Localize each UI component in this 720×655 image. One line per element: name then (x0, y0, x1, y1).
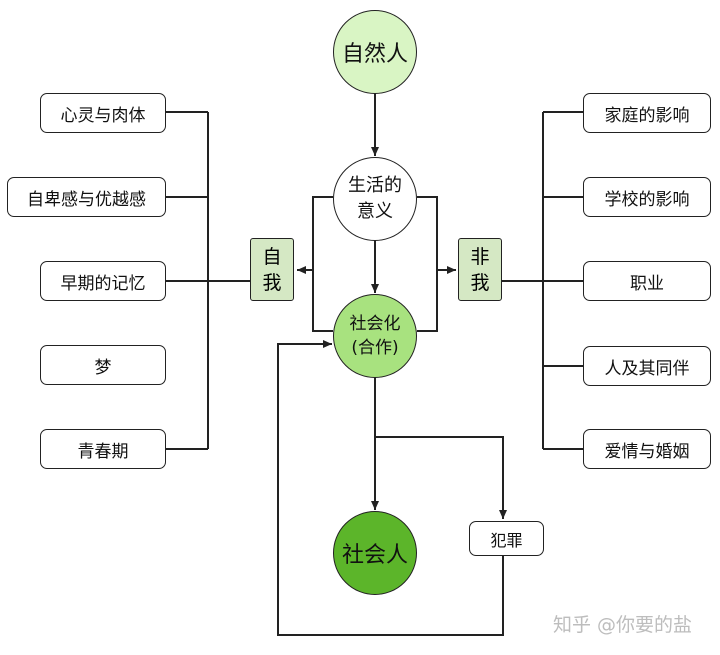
node-self: 自 我 (250, 238, 294, 301)
right-item: 爱情与婚姻 (583, 429, 711, 469)
bracket-right (417, 196, 438, 332)
socialization-line-1: 社会化 (349, 314, 401, 334)
meaning-line-2: 意义 (357, 201, 393, 222)
socialization-line-2: (合作) (351, 338, 399, 358)
right-item: 人及其同伴 (583, 346, 711, 386)
node-socialization: 社会化 (合作) (333, 294, 417, 378)
arrow-to-crime (375, 436, 507, 519)
left-item: 青春期 (40, 429, 166, 469)
left-item: 心灵与肉体 (40, 93, 166, 133)
watermark: 知乎 @你要的盐 (553, 614, 693, 636)
right-item: 学校的影响 (583, 177, 711, 217)
left-item: 早期的记忆 (40, 261, 166, 301)
node-non-self: 非 我 (458, 238, 502, 301)
right-item: 家庭的影响 (583, 93, 711, 133)
arrow-crime-feedback (277, 340, 504, 636)
node-natural-person: 自然人 (333, 10, 417, 94)
right-item: 职业 (583, 261, 711, 301)
left-item: 自卑感与优越感 (7, 177, 166, 217)
left-item: 梦 (40, 345, 166, 385)
node-meaning-of-life: 生活的 意义 (333, 157, 417, 241)
meaning-line-1: 生活的 (348, 175, 402, 196)
node-social-person: 社会人 (333, 511, 417, 595)
node-crime: 犯罪 (469, 521, 544, 556)
bracket-left (312, 196, 333, 332)
